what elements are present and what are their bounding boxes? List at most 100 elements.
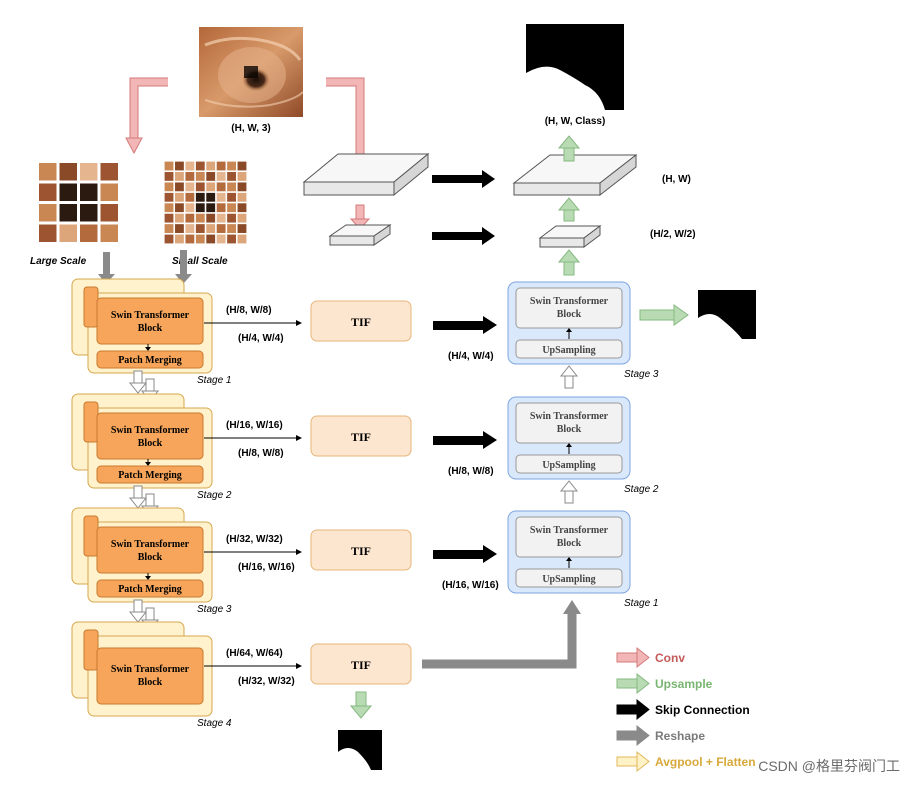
swin-block-shadow: [83, 286, 99, 328]
encoder-output-shape: (H/16, W/16): [238, 562, 295, 573]
merge-connector-head: [145, 462, 151, 466]
small-patch: [206, 172, 216, 181]
swin-block-label: Block: [138, 677, 163, 688]
output-plane-small: [538, 225, 602, 248]
small-patch: [206, 203, 216, 213]
swin-block-label: Swin Transformer: [111, 539, 190, 550]
patch-merging-label: Patch Merging: [118, 355, 182, 366]
swin-transformer-block: [96, 412, 204, 460]
skip-arrow-plane-small: [432, 227, 495, 245]
conv-arrow-small: [349, 204, 371, 230]
legend-arrow-shaft: [616, 678, 638, 689]
decoder-connector-head: [566, 557, 572, 561]
small-patch: [206, 224, 216, 233]
swin-block-shadow: [83, 515, 99, 557]
swin-block-label: Swin Transformer: [111, 425, 190, 436]
legend-item-avgpool: Avgpool + Flatten: [616, 750, 756, 773]
small-patch: [175, 213, 184, 223]
upsampling-block: [515, 568, 623, 588]
stage-transition-arrow: [133, 370, 143, 384]
encoder-output-shape: (H/8, W/8): [238, 448, 284, 459]
large-patch: [100, 163, 118, 181]
tif-module-2: TIF: [310, 415, 412, 457]
tif-box: [310, 529, 412, 571]
small-patch: [195, 234, 205, 244]
swin-block-label: Swin Transformer: [111, 310, 190, 321]
swin-transformer-block: [96, 297, 204, 345]
small-patch: [206, 182, 216, 192]
encoder-output-arrow-head: [296, 663, 302, 669]
large-patch: [59, 204, 77, 222]
tif-label: TIF: [351, 658, 371, 672]
small-patch: [216, 234, 226, 244]
encoder-output-shape: (H/4, W/4): [238, 333, 284, 344]
legend-arrow-shaft: [616, 652, 638, 663]
merge-connector-head: [145, 347, 151, 351]
stage-transition-arrow: [145, 378, 155, 392]
upsampling-block: [515, 454, 623, 474]
encoder-output-shape: (H/8, W/8): [226, 305, 272, 316]
skip-shape-label: (H/4, W/4): [448, 351, 494, 362]
large-patch: [39, 183, 57, 201]
small-patch: [237, 234, 247, 244]
patch-merging-block: [96, 579, 204, 598]
swin-block-shadow: [83, 629, 99, 671]
small-patch: [185, 213, 195, 223]
small-patch: [195, 192, 205, 202]
bottom-output-mask: [338, 730, 382, 770]
small-patch: [185, 161, 195, 171]
upsampling-label: UpSampling: [542, 345, 595, 356]
skip-shape-label: (H/16, W/16): [442, 580, 499, 591]
large-patch: [59, 163, 77, 181]
small-patch: [195, 203, 205, 213]
small-patch: [227, 213, 236, 223]
small-scale-label: Small Scale: [172, 256, 228, 267]
input-shape-label: (H, W, 3): [231, 123, 270, 134]
tif-module-1: TIF: [310, 300, 412, 342]
tif-label: TIF: [351, 430, 371, 444]
small-patch: [216, 161, 226, 171]
decoder-swin-block: [515, 287, 623, 329]
large-patch: [59, 183, 77, 201]
legend-arrow-head: [636, 672, 650, 695]
small-patch: [164, 172, 174, 181]
small-patch: [216, 182, 226, 192]
tif-module-4: TIF: [310, 643, 412, 685]
decoder-stage-label: Stage 3: [624, 369, 659, 380]
legend-arrow-head: [636, 646, 650, 669]
skip-connection-arrow-head: [483, 431, 497, 449]
merge-connector-head: [145, 576, 151, 580]
legend-item-upsample: Upsample: [616, 672, 713, 695]
output-plane-large: [512, 153, 638, 197]
upsampling-label: UpSampling: [542, 460, 595, 471]
skip-connection-arrow: [433, 436, 483, 445]
encoder-stage-label: Stage 3: [197, 604, 232, 615]
patch-merging-block: [96, 465, 204, 484]
small-patch: [216, 172, 226, 181]
small-patch: [195, 213, 205, 223]
small-patch: [227, 161, 236, 171]
small-patch: [227, 203, 236, 213]
small-patch: [185, 224, 195, 233]
small-patch: [164, 161, 174, 171]
swin-transformer-block: [96, 647, 204, 705]
reshape-arrow-bottom: [422, 600, 581, 669]
skip-connection-arrow: [433, 550, 483, 559]
small-patch: [206, 234, 216, 244]
large-patch: [100, 204, 118, 222]
small-patch: [175, 224, 184, 233]
small-patch: [227, 172, 236, 181]
upsample-arrow-to-side-mask: [639, 304, 689, 326]
conv-arrow-left: [125, 77, 168, 155]
small-patch: [227, 234, 236, 244]
patch-merging-block: [96, 350, 204, 369]
small-patch: [195, 161, 205, 171]
decoder-swin-label: Block: [557, 538, 582, 549]
legend-item-reshape: Reshape: [616, 724, 705, 747]
